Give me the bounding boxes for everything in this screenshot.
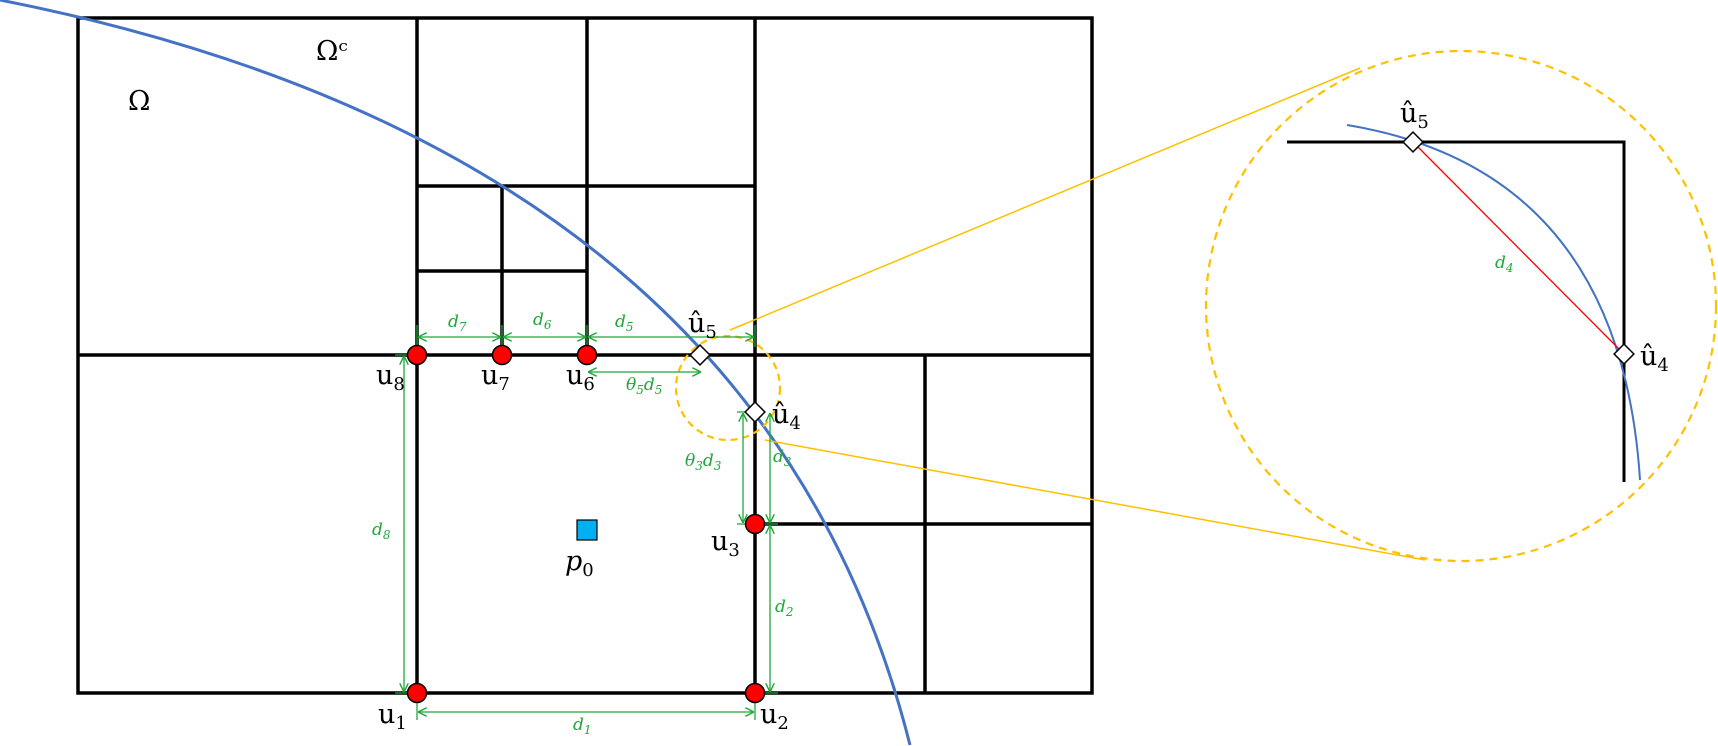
zoom-source-circle <box>674 334 782 442</box>
omega-label: Ω <box>128 86 150 117</box>
omega-complement-label: Ωᶜ <box>316 36 348 67</box>
grid-nodes <box>406 344 766 704</box>
node-u7 <box>491 344 513 366</box>
diamond-uhat4 <box>744 401 766 423</box>
label-u7: u7 <box>481 360 510 395</box>
label-u6: u6 <box>566 360 595 395</box>
quadtree-grid <box>76 16 1094 695</box>
node-u8 <box>406 344 428 366</box>
d7-label: d7 <box>448 312 467 334</box>
d2-label: d2 <box>775 597 794 619</box>
label-u2: u2 <box>760 699 789 734</box>
zoom-connector-line <box>729 67 1361 331</box>
label-uhat4: û4 <box>772 399 801 434</box>
node-u1 <box>406 682 428 704</box>
zoom-diamond-uhat4 <box>1613 343 1635 365</box>
label-u3: u3 <box>711 526 740 561</box>
label-u8: u8 <box>376 360 405 395</box>
zoom-chord-d4 <box>1412 141 1625 355</box>
zoom-inset-circle <box>1204 49 1718 563</box>
zoom-diamond-uhat5 <box>1402 131 1424 153</box>
point-p0-label: p0 <box>565 546 594 581</box>
zoom-label-uhat5: û5 <box>1400 98 1429 133</box>
zoom-connector-line <box>764 439 1426 561</box>
d3-label: d3 <box>773 447 792 469</box>
node-u2 <box>744 682 766 704</box>
theta3d3-label: θ3d3 <box>685 451 722 473</box>
label-u1: u1 <box>378 699 407 734</box>
label-uhat5: û5 <box>688 308 717 343</box>
zoom-grid-corner <box>1287 140 1626 482</box>
domain-boundary-curve <box>0 0 912 746</box>
d6-label: d6 <box>533 310 552 332</box>
zoom-connectors <box>729 67 1426 561</box>
zoom-label-uhat4: û4 <box>1640 341 1669 376</box>
diamond-uhat5 <box>689 344 711 366</box>
d1-label: d1 <box>573 715 592 737</box>
zoom-boundary-curve <box>1346 124 1641 481</box>
point-p0-marker <box>576 519 598 541</box>
zoom-inset: û5 û4 d4 <box>1204 49 1718 563</box>
theta5d5-label: θ5d5 <box>626 375 662 397</box>
d5-label: d5 <box>615 312 634 334</box>
node-u6 <box>576 344 598 366</box>
node-u3 <box>744 513 766 535</box>
d8-label: d8 <box>372 520 391 542</box>
zoom-label-d4: d4 <box>1495 253 1514 275</box>
intersection-points <box>689 344 766 423</box>
